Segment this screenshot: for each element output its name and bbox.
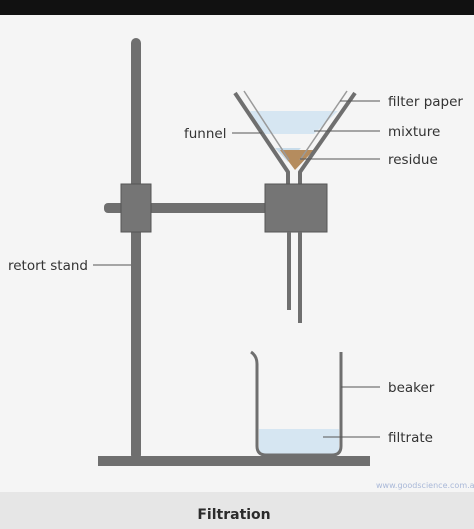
caption-bar [0,492,474,529]
label-retort-stand: retort stand [8,258,88,274]
top-bar [0,0,474,15]
label-mixture: mixture [388,124,440,140]
label-residue: residue [388,152,438,168]
filter-paper-right [299,90,348,161]
beaker [250,350,343,457]
retort-stand-base [98,456,370,466]
mixture-liquid [250,111,338,134]
label-funnel: funnel [184,126,226,142]
diagram-caption: Filtration [197,507,270,523]
label-beaker: beaker [388,380,435,396]
label-filtrate: filtrate [388,430,433,446]
clamp-boss [120,183,152,233]
funnel-left-wall [233,91,290,184]
watermark: www.goodscience.com.au [376,481,474,490]
filtrate-liquid [259,429,339,454]
filter-paper-left [243,90,290,161]
funnel-clamp [264,183,328,233]
residue [280,150,314,170]
funnel-right-wall [298,91,357,184]
label-filter-paper: filter paper [388,94,463,110]
retort-stand-rod [131,38,141,460]
